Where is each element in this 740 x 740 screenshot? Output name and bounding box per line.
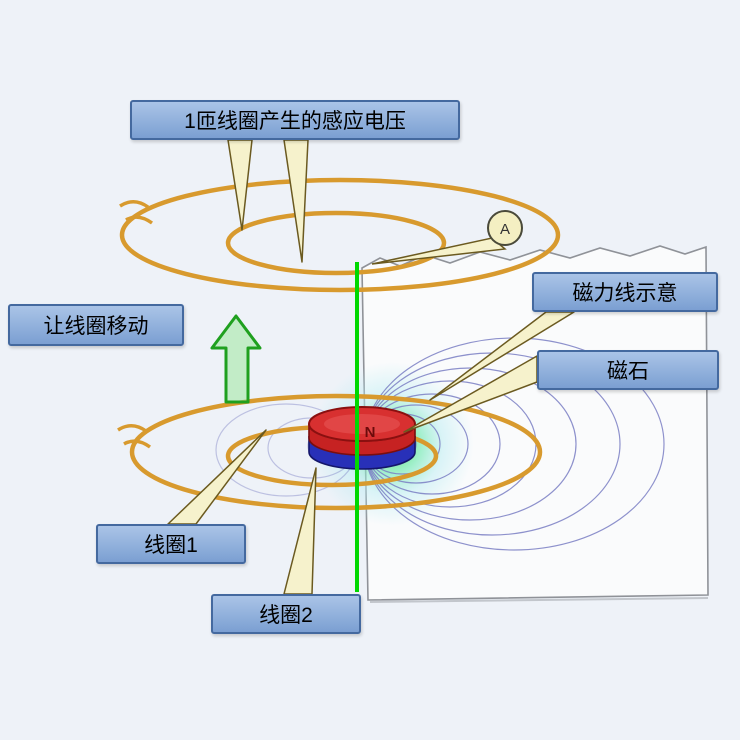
ammeter-label: A	[500, 221, 510, 238]
label-coil1: 线圈1	[96, 524, 246, 564]
magnet-body: N	[308, 406, 416, 470]
ammeter-dial	[487, 210, 523, 246]
induced-voltage-pointer-right	[283, 139, 309, 263]
top-coil-lead-wire	[119, 200, 150, 209]
label-field-lines: 磁力线示意	[532, 272, 718, 312]
top-coil-outer-turn	[119, 177, 561, 293]
bottom-coil-outer-turn	[129, 393, 543, 511]
label-coil2: 线圈2	[211, 594, 361, 634]
top-coil-inner-turn	[225, 210, 447, 276]
top-coil	[119, 177, 561, 293]
bottom-coil-lead-wire-2	[123, 439, 152, 449]
callout-pointers	[167, 139, 575, 595]
label-induced-voltage: 1匝线圈产生的感应电压	[130, 100, 460, 140]
paper-shadow-edge	[369, 597, 709, 603]
magnet-pole-label: N	[365, 424, 376, 441]
field-lines-pointer	[429, 311, 575, 401]
coil2-pointer	[283, 467, 317, 595]
magnet-top-face-highlight	[324, 414, 400, 434]
induced-voltage-pointer-left	[227, 139, 253, 231]
bottom-coil-lead-wire	[117, 424, 148, 433]
label-move-coil: 让线圈移动	[8, 304, 184, 346]
label-magnet: 磁石	[537, 350, 719, 390]
top-coil-lead-wire-2	[125, 215, 154, 225]
move-up-arrow	[210, 314, 262, 404]
ammeter: A	[371, 210, 523, 265]
